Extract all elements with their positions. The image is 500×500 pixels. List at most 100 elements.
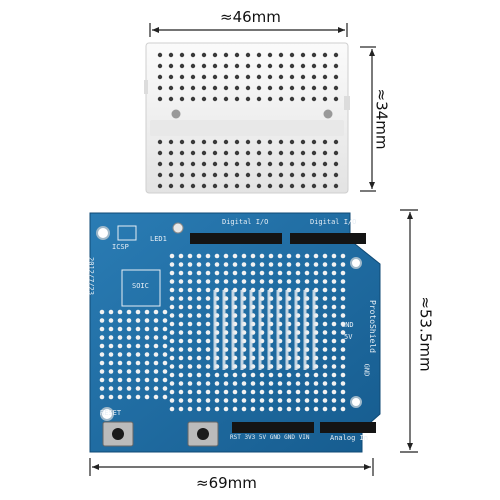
pcb-hole: [241, 389, 247, 395]
pcb-hole: [196, 406, 202, 412]
pcb-hole: [117, 326, 123, 332]
pcb-hole: [205, 398, 211, 403]
breadboard-hole: [179, 161, 185, 167]
breadboard-hole: [333, 139, 339, 145]
breadboard-hole: [234, 85, 240, 91]
led-component: [172, 222, 184, 234]
pcb-hole: [259, 262, 265, 267]
breadboard-hole: [234, 74, 240, 80]
pcb-hole: [144, 309, 150, 315]
pcb-hole: [169, 389, 175, 395]
pcb-hole: [99, 360, 105, 366]
pcb-hole: [99, 386, 105, 391]
pcb-hole: [340, 253, 346, 259]
pcb-hole: [286, 406, 292, 412]
breadboard-hole: [267, 139, 273, 145]
breadboard-hole: [168, 63, 174, 69]
pcb-hole: [250, 406, 256, 412]
pcb-hole: [178, 406, 184, 412]
pcb-hole: [322, 321, 328, 327]
pcb-hole: [268, 398, 274, 403]
breadboard-hole: [322, 74, 328, 80]
pcb-hole: [322, 296, 328, 301]
pcb-hole: [178, 287, 184, 293]
pcb-hole: [144, 377, 150, 383]
pcb-hole: [108, 369, 114, 374]
pcb-hole: [99, 343, 105, 349]
pcb-hole: [187, 398, 193, 403]
breadboard-hole: [300, 139, 306, 145]
pcb-hole: [169, 262, 175, 267]
pcb-hole: [169, 364, 175, 369]
pcb-hole: [178, 321, 184, 327]
pcb-hole: [153, 335, 159, 340]
icsp-outline: [117, 225, 137, 241]
breadboard-hole: [190, 139, 196, 145]
breadboard-hole: [267, 183, 273, 189]
breadboard-hole: [311, 74, 317, 80]
breadboard-hole: [190, 150, 196, 156]
breadboard-hole: [223, 150, 229, 156]
pcb-hole: [178, 253, 184, 259]
pcb-hole: [135, 343, 141, 349]
pcb-hole: [169, 398, 175, 403]
pcb-hole: [162, 318, 168, 323]
led1-label: LED1: [150, 235, 167, 243]
pcb-hole: [205, 381, 211, 386]
pcb-hole: [187, 330, 193, 335]
pcb-hole: [126, 360, 132, 366]
pcb-hole: [178, 338, 184, 344]
pcb-hole: [178, 313, 184, 318]
pcb-hole: [169, 296, 175, 301]
breadboard-hole: [322, 96, 328, 102]
breadboard-hole: [212, 63, 218, 69]
pcb-hole: [340, 389, 346, 395]
pcb-hole: [205, 287, 211, 293]
pcb-hole: [187, 321, 193, 327]
pcb-hole: [214, 279, 220, 284]
pcb-hole: [322, 398, 328, 403]
digital-right-label: Digital I/O: [310, 218, 357, 226]
pcb-hole: [126, 394, 132, 400]
breadboard-hole: [256, 150, 262, 156]
pcb-hole: [117, 377, 123, 383]
analog-label: Analog In: [330, 434, 368, 442]
pcb-hole: [108, 352, 114, 357]
pcb-hole: [304, 372, 310, 378]
pcb-hole: [99, 394, 105, 400]
digital-header-left: [190, 233, 282, 244]
breadboard-hole: [157, 161, 163, 167]
pcb-hole: [205, 355, 211, 361]
breadboard-hole: [300, 150, 306, 156]
pcb-hole: [268, 372, 274, 378]
pcb-hole: [205, 253, 211, 259]
pcb-hole: [268, 253, 274, 259]
pcb-hole: [277, 406, 283, 412]
breadboard-hole: [223, 96, 229, 102]
breadboard-hole: [256, 63, 262, 69]
pcb-hole: [304, 279, 310, 284]
pcb-hole: [117, 352, 123, 357]
pcb-hole: [169, 287, 175, 293]
breadboard-hole: [201, 183, 207, 189]
breadboard-hole: [267, 74, 273, 80]
pcb-hole: [187, 304, 193, 310]
breadboard-hole: [157, 172, 163, 178]
breadboard-hole: [311, 96, 317, 102]
pcb-hole: [214, 381, 220, 386]
pcb-hole: [304, 398, 310, 403]
pcb-hole: [295, 406, 301, 412]
pcb-hole: [162, 369, 168, 374]
breadboard-hole: [311, 161, 317, 167]
pcb-hole: [169, 355, 175, 361]
breadboard-hole: [322, 63, 328, 69]
pcb-hole: [108, 377, 114, 383]
pcb-hole: [144, 326, 150, 332]
breadboard-hole: [234, 183, 240, 189]
pcb-hole: [196, 389, 202, 395]
pcb-hole: [241, 372, 247, 378]
pcb-hole: [153, 352, 159, 357]
breadboard-hole: [256, 85, 262, 91]
breadboard-hole: [289, 52, 295, 58]
breadboard-hole: [234, 52, 240, 58]
